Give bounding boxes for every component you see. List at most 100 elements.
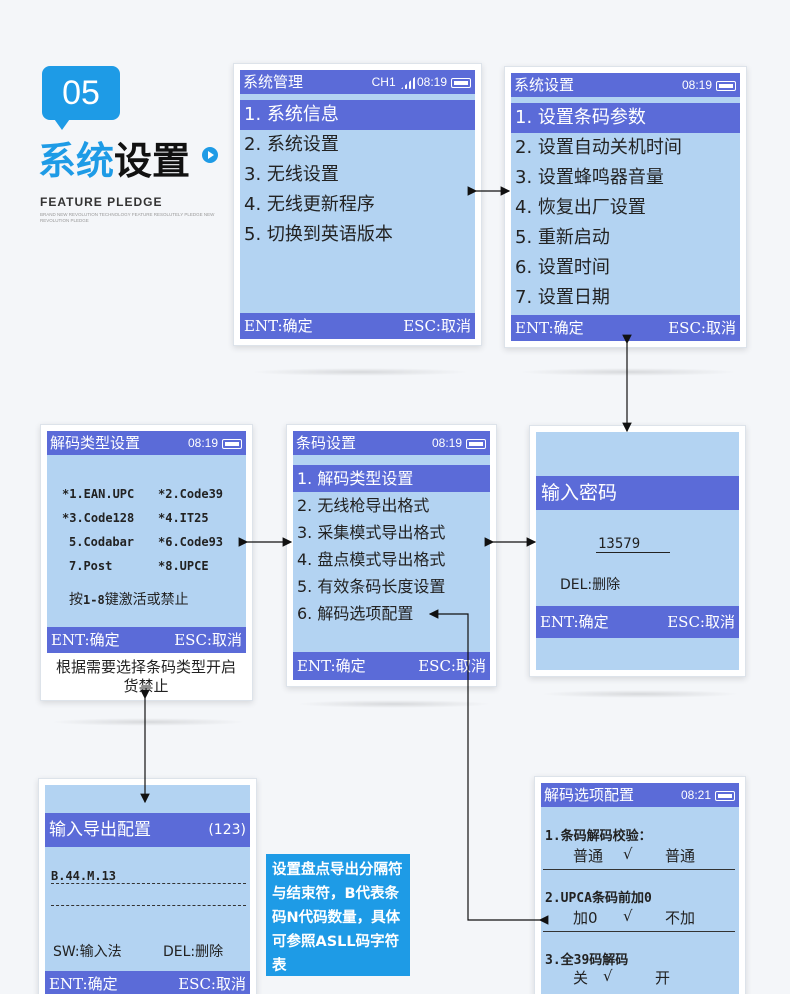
esc-cancel[interactable]: ESC:取消 <box>178 975 246 993</box>
clock: 08:19 <box>187 436 218 450</box>
menu-item-restart[interactable]: 5. 重新启动 <box>515 227 610 248</box>
option-label: 2.UPCA条码前加0 <box>545 891 652 906</box>
screen-header: 解码选项配置 08:21 <box>541 783 739 807</box>
screen-title: 条码设置 <box>296 434 357 452</box>
sw-hint: SW:输入法 <box>53 944 122 960</box>
menu-item-set-date[interactable]: 7. 设置日期 <box>515 287 610 308</box>
battery-icon <box>222 438 242 449</box>
screen-footer: ENT:确定 ESC:取消 <box>47 627 246 653</box>
screen-decode-type: 解码类型设置 08:19 *1.EAN.UPC *2.Code39 *3.Cod… <box>40 424 253 701</box>
divider <box>543 931 735 932</box>
dashed-line <box>51 883 246 884</box>
feature-pledge: FEATURE PLEDGE <box>40 195 163 209</box>
menu-item-auto-poweroff[interactable]: 2. 设置自动关机时间 <box>515 137 682 158</box>
screen-system-management: 系统管理 CH1 08:19 1. 系统信息 2. 系统设置 3. 无线设置 4… <box>233 63 482 346</box>
option-left-value[interactable]: 加0 <box>573 909 598 927</box>
decode-hint: 按1-8键激活或禁止 <box>69 592 189 608</box>
code-option[interactable]: 5.Codabar <box>69 535 135 549</box>
esc-cancel[interactable]: ESC:取消 <box>668 319 736 337</box>
code-option[interactable]: 7.Post <box>69 559 113 573</box>
option-right-value[interactable]: 开 <box>655 969 671 987</box>
password-input[interactable]: 13579 <box>596 536 670 553</box>
battery-icon <box>451 77 471 88</box>
battery-icon <box>466 438 486 449</box>
check-icon: √ <box>623 907 633 925</box>
ent-confirm[interactable]: ENT:确定 <box>297 657 366 675</box>
screen-footer: ENT:确定 ESC:取消 <box>45 971 250 994</box>
menu-item-wireless-settings[interactable]: 3. 无线设置 <box>244 164 339 185</box>
check-icon: √ <box>623 845 633 863</box>
battery-icon <box>716 80 736 91</box>
menu-item-valid-length[interactable]: 5. 有效条码长度设置 <box>297 577 446 596</box>
screen-footer: ENT:确定 ESC:取消 <box>240 313 475 339</box>
export-note: 设置盘点导出分隔符与结束符，B代表条码N代码数量，具体可参照ASLL码字符表 <box>266 854 410 976</box>
menu-item-switch-english[interactable]: 5. 切换到英语版本 <box>244 224 393 245</box>
section-title: 系统设置 <box>38 130 190 185</box>
badge-tail <box>52 116 72 130</box>
menu-item-decode-options[interactable]: 6. 解码选项配置 <box>297 604 414 623</box>
feature-pledge-sub: BRAND NEW REVOLUTION TECHNOLOGY FEATURE … <box>40 212 215 223</box>
screen-title: 解码类型设置 <box>50 434 141 452</box>
esc-cancel[interactable]: ESC:取消 <box>667 613 735 631</box>
divider <box>543 869 735 870</box>
screen-password: 输入密码 13579 DEL:删除 ENT:确定 ESC:取消 <box>529 425 746 677</box>
esc-cancel[interactable]: ESC:取消 <box>174 631 242 649</box>
password-title: 输入密码 <box>536 476 739 510</box>
section-number-badge: 05 <box>42 66 120 120</box>
clock: 08:21 <box>680 788 711 802</box>
menu-item-decode-type[interactable]: 1. 解码类型设置 <box>293 465 490 492</box>
channel-label: CH1 <box>371 75 396 89</box>
ent-confirm[interactable]: ENT:确定 <box>515 319 584 337</box>
menu-item-collect-export[interactable]: 3. 采集模式导出格式 <box>297 523 446 542</box>
menu-item-wireless-export[interactable]: 2. 无线枪导出格式 <box>297 496 430 515</box>
option-right-value[interactable]: 不加 <box>665 909 696 927</box>
menu-item-factory-reset[interactable]: 4. 恢复出厂设置 <box>515 197 646 218</box>
esc-cancel[interactable]: ESC:取消 <box>403 317 471 335</box>
play-icon <box>202 147 218 163</box>
arrow-decodeoptions <box>428 609 549 925</box>
screen-header: 条码设置 08:19 <box>293 431 490 455</box>
menu-item-inventory-export[interactable]: 4. 盘点模式导出格式 <box>297 550 446 569</box>
export-title: 输入导出配置 <box>49 820 151 840</box>
screen-title: 解码选项配置 <box>544 786 635 804</box>
export-title-bar: 输入导出配置 (123) <box>45 813 250 847</box>
clock: 08:19 <box>416 75 447 89</box>
export-value[interactable]: B.44.M.13 <box>51 869 117 883</box>
menu-item-system-settings[interactable]: 2. 系统设置 <box>244 134 339 155</box>
code-option[interactable]: *3.Code128 <box>62 511 135 525</box>
code-option[interactable]: *4.IT25 <box>158 511 209 525</box>
option-left-value[interactable]: 关 <box>573 969 589 987</box>
menu-item-wireless-update[interactable]: 4. 无线更新程序 <box>244 194 375 215</box>
ent-confirm[interactable]: ENT:确定 <box>49 975 118 993</box>
clock: 08:19 <box>431 436 462 450</box>
screen-decode-options: 解码选项配置 08:21 1.条码解码校验： 普通 √ 普通 2.UPCA条码前… <box>534 776 746 994</box>
option-left-value[interactable]: 普通 <box>573 847 604 865</box>
ent-confirm[interactable]: ENT:确定 <box>51 631 120 649</box>
option-label: 1.条码解码校验： <box>545 829 652 844</box>
section-title-part1: 系统 <box>38 139 115 183</box>
delete-hint: DEL:删除 <box>163 944 224 960</box>
menu-item-buzzer-volume[interactable]: 3. 设置蜂鸣器音量 <box>515 167 664 188</box>
ent-confirm[interactable]: ENT:确定 <box>244 317 313 335</box>
menu-item-barcode-params[interactable]: 1. 设置条码参数 <box>511 103 740 133</box>
battery-icon <box>715 790 735 801</box>
menu-item-system-info[interactable]: 1. 系统信息 <box>240 100 475 130</box>
code-option[interactable]: *1.EAN.UPC <box>62 487 135 501</box>
clock: 08:19 <box>681 78 712 92</box>
option-right-value[interactable]: 普通 <box>665 847 696 865</box>
code-option[interactable]: *2.Code39 <box>158 487 224 501</box>
menu-item-set-time[interactable]: 6. 设置时间 <box>515 257 610 278</box>
code-option[interactable]: *8.UPCE <box>158 559 209 573</box>
ent-confirm[interactable]: ENT:确定 <box>540 613 609 631</box>
dashed-line <box>51 905 246 906</box>
input-mode: (123) <box>208 822 246 838</box>
option-label: 3.全39码解码 <box>545 953 629 968</box>
screen-system-settings: 系统设置 08:19 1. 设置条码参数 2. 设置自动关机时间 3. 设置蜂鸣… <box>504 66 747 348</box>
decode-type-caption: 根据需要选择条码类型开启货禁止 <box>55 658 236 695</box>
screen-footer: ENT:确定 ESC:取消 <box>511 315 740 341</box>
screen-header: 系统管理 CH1 08:19 <box>240 70 475 94</box>
section-title-part2: 设置 <box>114 139 191 183</box>
code-option[interactable]: *6.Code93 <box>158 535 224 549</box>
delete-hint: DEL:删除 <box>560 577 621 593</box>
